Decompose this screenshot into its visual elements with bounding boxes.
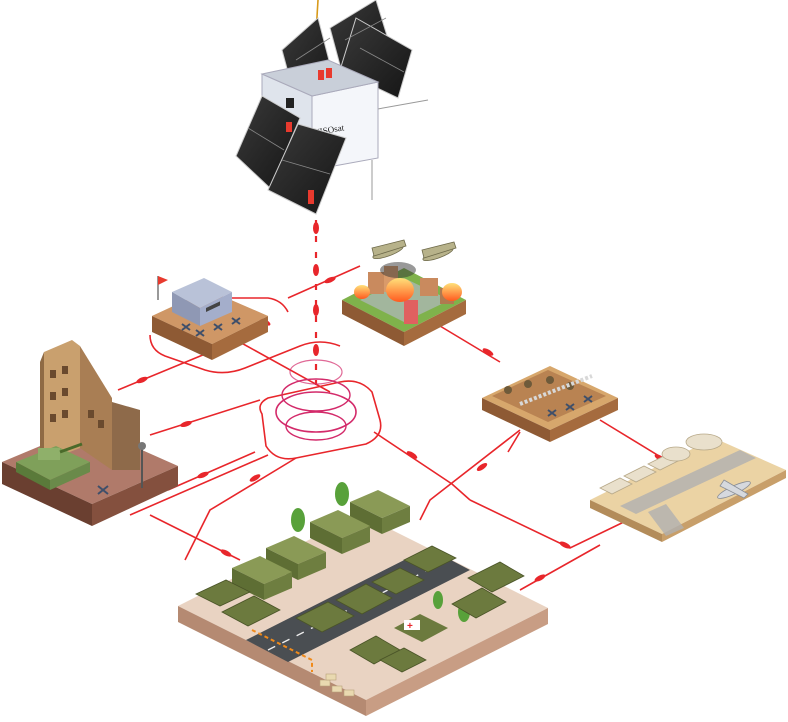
tree-icon: [291, 482, 470, 622]
tent-icon: [232, 490, 410, 600]
signal-rings-icon: [275, 359, 357, 441]
military-base-icon: +: [178, 482, 548, 716]
solar-panel-icon: [235, 95, 347, 215]
trench-icon: [482, 366, 618, 442]
burning-city-icon: [342, 239, 466, 346]
medical-cross: +: [407, 621, 413, 632]
ambulance-icon: +: [394, 614, 448, 642]
airbase-icon: [590, 433, 786, 542]
fighter-plane-icon: [371, 239, 457, 262]
military-vehicle-icon: [195, 545, 525, 673]
aircraft-icon: [717, 479, 751, 499]
tank-icon: [16, 442, 90, 490]
bunker-icon: [152, 276, 268, 360]
satellite: WISOsat: [235, 0, 429, 215]
ruined-city-icon: [2, 340, 178, 526]
